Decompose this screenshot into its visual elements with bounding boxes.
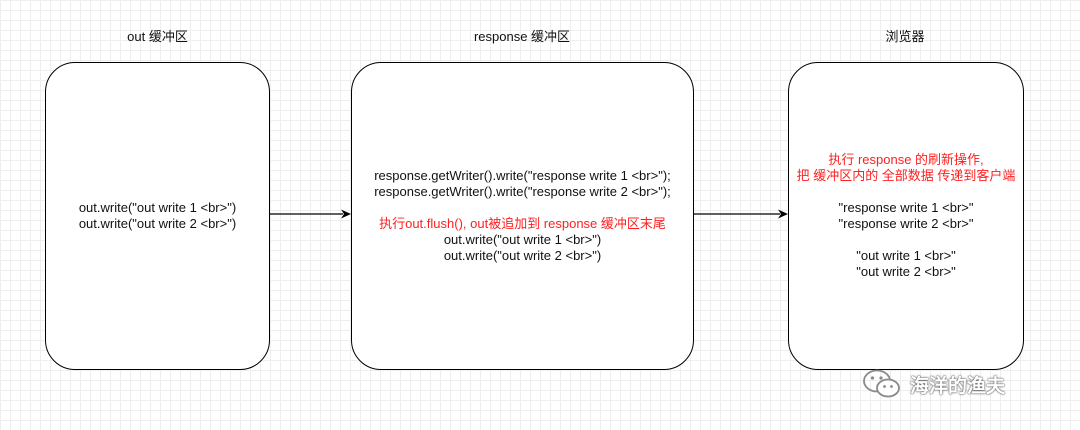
title-out-buffer: out 缓冲区 <box>127 29 188 44</box>
response-buffer-box: response.getWriter().write("response wri… <box>351 62 694 370</box>
arrow-response-to-browser <box>694 209 788 219</box>
out-buffer-box: out.write("out write 1 <br>") out.write(… <box>45 62 270 370</box>
flush-note: 执行out.flush(), out被追加到 response 缓冲区末尾 <box>379 216 666 231</box>
browser-response-line-2: "response write 2 <br>" <box>838 216 974 231</box>
wechat-icon <box>863 369 900 398</box>
refresh-note-line-1: 执行 response 的刷新操作, <box>828 152 984 167</box>
watermark: 海洋的渔夫 <box>862 368 1005 400</box>
arrow-out-to-response <box>270 209 351 219</box>
appended-out-line-2: out.write("out write 2 <br>") <box>443 248 602 263</box>
browser-out-line-2: "out write 2 <br>" <box>856 264 956 279</box>
appended-out-line-1: out.write("out write 1 <br>") <box>443 232 602 247</box>
title-browser: 浏览器 <box>885 29 925 44</box>
out-buffer-line-1: out.write("out write 1 <br>") <box>78 200 237 215</box>
browser-out-line-1: "out write 1 <br>" <box>856 248 956 263</box>
title-response-buffer: response 缓冲区 <box>473 29 571 44</box>
response-line-1: response.getWriter().write("response wri… <box>374 168 671 183</box>
out-buffer-line-2: out.write("out write 2 <br>") <box>78 216 237 231</box>
response-line-2: response.getWriter().write("response wri… <box>374 184 671 199</box>
refresh-note-line-2: 把 缓冲区内的 全部数据 传递到客户端 <box>796 168 1016 183</box>
browser-box: 执行 response 的刷新操作, 把 缓冲区内的 全部数据 传递到客户端 "… <box>788 62 1024 370</box>
watermark-text: 海洋的渔夫 <box>910 375 1006 397</box>
browser-response-line-1: "response write 1 <br>" <box>838 200 974 215</box>
